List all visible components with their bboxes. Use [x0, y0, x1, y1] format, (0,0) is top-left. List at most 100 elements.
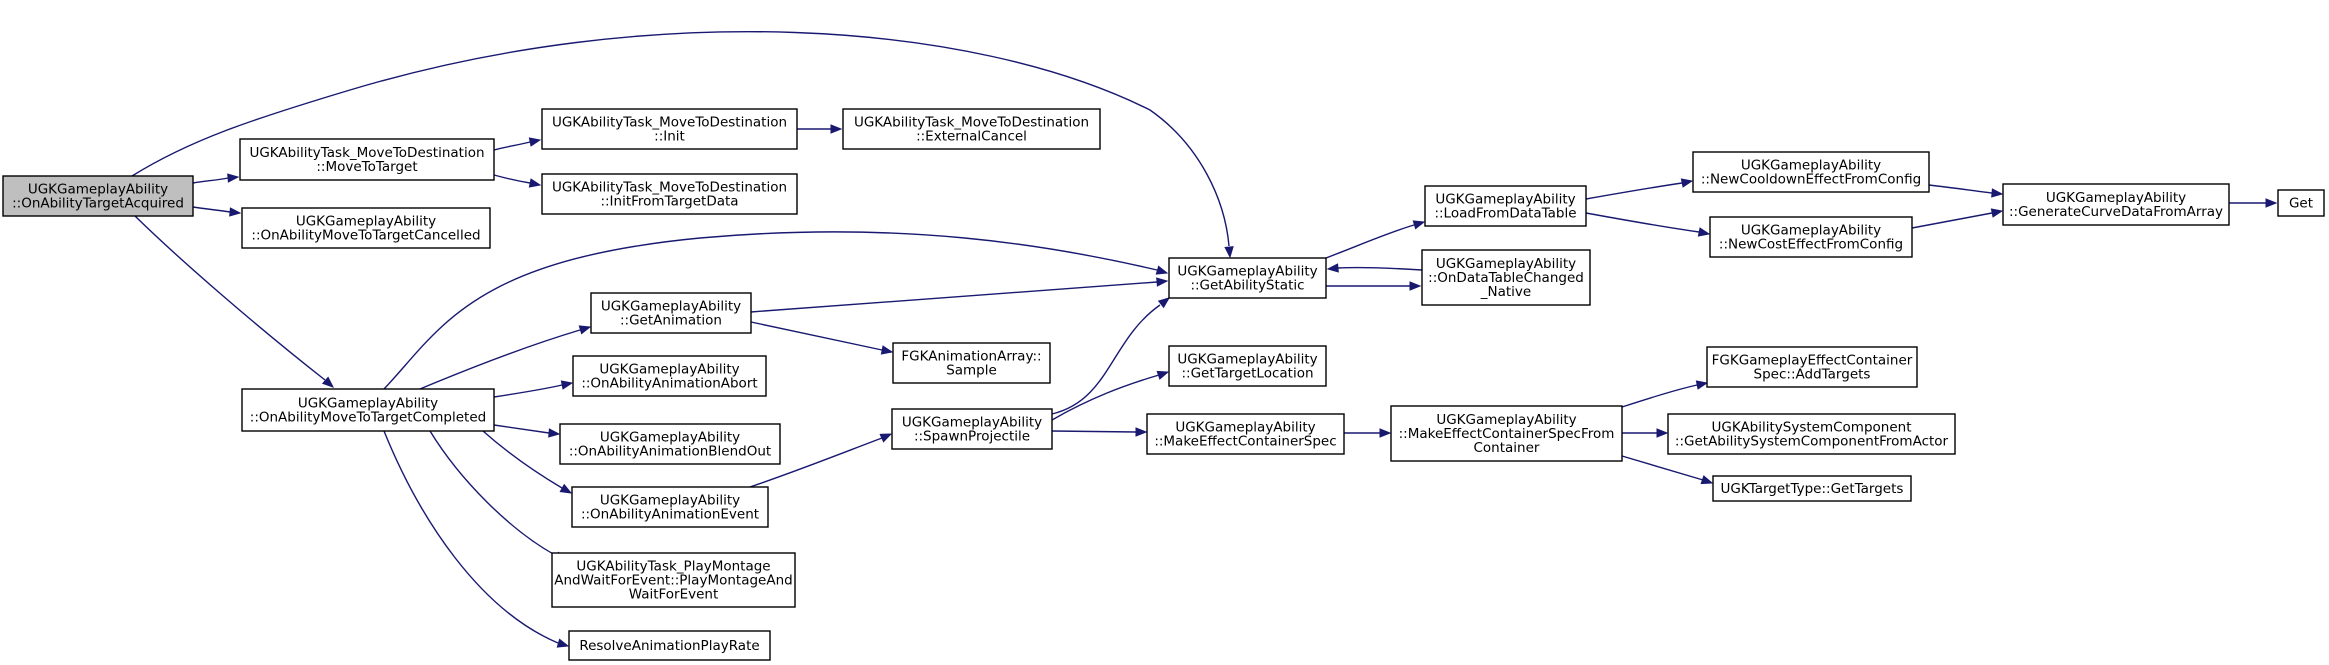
node-box[interactable] — [572, 355, 767, 397]
arrow-head — [528, 137, 542, 147]
node-label-line: ::OnAbilityAnimationBlendOut — [569, 444, 771, 460]
node-label-line: UGKAbilityTask_MoveToDestination — [552, 115, 787, 131]
arrow-head — [1409, 281, 1422, 291]
node-box[interactable] — [239, 138, 495, 181]
node-box[interactable] — [1667, 413, 1956, 455]
node-label-line: ::GetAbilityStatic — [1190, 278, 1304, 294]
node-animblendout[interactable]: UGKGameplayAbility::OnAbilityAnimationBl… — [559, 423, 781, 465]
node-label-line: ::MakeEffectContainerSpec — [1154, 434, 1336, 450]
edge-movecompleted-to-animevent — [482, 430, 573, 494]
node-getanimation[interactable]: UGKGameplayAbility::GetAnimation — [590, 292, 752, 334]
node-box[interactable] — [241, 207, 491, 249]
node-box[interactable] — [1706, 346, 1918, 388]
node-label-line: UGKGameplayAbility — [1436, 412, 1576, 428]
node-box[interactable] — [1421, 249, 1591, 306]
node-box[interactable] — [2002, 183, 2230, 226]
node-label-line: UGKGameplayAbility — [28, 182, 168, 198]
node-box[interactable] — [1709, 216, 1913, 258]
node-box[interactable] — [1146, 413, 1345, 455]
edge-makespecfromcontainer-to-getasc — [1622, 428, 1669, 438]
node-gettargetlocation[interactable]: UGKGameplayAbility::GetTargetLocation — [1168, 345, 1327, 387]
node-getasc[interactable]: UGKAbilitySystemComponent::GetAbilitySys… — [1667, 413, 1956, 455]
node-box[interactable] — [590, 292, 752, 334]
node-box[interactable] — [551, 552, 796, 608]
node-box[interactable] — [241, 388, 495, 432]
node-box[interactable] — [559, 423, 781, 465]
node-label-line: ::OnAbilityAnimationAbort — [581, 376, 757, 392]
edge-loadfromdatatable-to-newcooldown — [1585, 178, 1694, 200]
node-spawnprojectile[interactable]: UGKGameplayAbility::SpawnProjectile — [891, 408, 1053, 450]
node-box[interactable] — [892, 342, 1051, 384]
node-box[interactable] — [891, 408, 1053, 450]
node-get[interactable]: Get — [2277, 189, 2325, 217]
edge-line — [383, 231, 1158, 390]
node-box[interactable] — [2277, 189, 2325, 217]
node-movetotarget[interactable]: UGKAbilityTask_MoveToDestination::MoveTo… — [239, 138, 495, 181]
node-box[interactable] — [1168, 345, 1327, 387]
node-box[interactable] — [541, 108, 798, 150]
node-animevent[interactable]: UGKGameplayAbility::OnAbilityAnimationEv… — [571, 486, 769, 528]
node-ondatatablechanged[interactable]: UGKGameplayAbility::OnDataTableChanged_N… — [1421, 249, 1591, 306]
node-newcooldown[interactable]: UGKGameplayAbility::NewCooldownEffectFro… — [1692, 151, 1930, 193]
node-animabort[interactable]: UGKGameplayAbility::OnAbilityAnimationAb… — [572, 355, 767, 397]
arrow-head — [880, 345, 894, 355]
edge-line — [750, 321, 883, 351]
arrow-head — [2265, 198, 2278, 208]
node-box[interactable] — [1692, 151, 1930, 193]
node-label-line: UGKGameplayAbility — [599, 362, 739, 378]
node-init[interactable]: UGKAbilityTask_MoveToDestination::Init — [541, 108, 798, 150]
arrow-head — [560, 380, 574, 390]
node-externalcancel[interactable]: UGKAbilityTask_MoveToDestination::Extern… — [842, 108, 1101, 150]
edge-line — [493, 174, 531, 184]
node-box[interactable] — [568, 630, 771, 661]
node-label-line: ::Init — [654, 129, 685, 145]
node-root[interactable]: UGKGameplayAbility::OnAbilityTargetAcqui… — [2, 175, 194, 217]
node-label-line: ::InitFromTargetData — [600, 194, 738, 210]
node-box[interactable] — [571, 486, 769, 528]
node-label-line: WaitForEvent — [629, 587, 719, 603]
node-box[interactable] — [1712, 475, 1912, 502]
arrow-head — [1680, 178, 1694, 188]
node-addtargets[interactable]: FGKGameplayEffectContainerSpec::AddTarge… — [1706, 346, 1918, 388]
node-movecompleted[interactable]: UGKGameplayAbility::OnAbilityMoveToTarge… — [241, 388, 495, 432]
node-resolverate[interactable]: ResolveAnimationPlayRate — [568, 630, 771, 661]
arrow-head — [556, 638, 570, 648]
node-label-line: UGKAbilityTask_MoveToDestination — [552, 180, 787, 196]
node-label-line: UGKTargetType::GetTargets — [1721, 481, 1904, 497]
node-makeeffectspec[interactable]: UGKGameplayAbility::MakeEffectContainerS… — [1146, 413, 1345, 455]
node-label-line: ::OnAbilityAnimationEvent — [581, 507, 759, 523]
node-box[interactable] — [1168, 257, 1327, 299]
edge-spawnprojectile-to-getabilitystatic — [1051, 297, 1171, 415]
node-initfromtarget[interactable]: UGKAbilityTask_MoveToDestination::InitFr… — [541, 173, 798, 215]
node-box[interactable] — [1424, 185, 1587, 227]
edge-root-to-getabilitystatic — [131, 30, 1234, 259]
node-generatecurve[interactable]: UGKGameplayAbility::GenerateCurveDataFro… — [2002, 183, 2230, 226]
node-label-line: ::GetAnimation — [620, 313, 722, 329]
edge-line — [1337, 266, 1423, 271]
edge-movecompleted-to-animabort — [493, 380, 574, 398]
node-box[interactable] — [842, 108, 1101, 150]
node-movecancelled[interactable]: UGKGameplayAbility::OnAbilityMoveToTarge… — [241, 207, 491, 249]
node-gettargets[interactable]: UGKTargetType::GetTargets — [1712, 475, 1912, 502]
node-box[interactable] — [541, 173, 798, 215]
node-playmontage[interactable]: UGKAbilityTask_PlayMontageAndWaitForEven… — [551, 552, 796, 608]
edge-ondatatablechanged-to-getabilitystatic — [1326, 263, 1423, 273]
node-getabilitystatic[interactable]: UGKGameplayAbility::GetAbilityStatic — [1168, 257, 1327, 299]
edge-getanimation-to-getabilitystatic — [750, 277, 1169, 313]
node-label-line: UGKGameplayAbility — [601, 299, 741, 315]
node-sample[interactable]: FGKAnimationArray::Sample — [892, 342, 1051, 384]
node-loadfromdatatable[interactable]: UGKGameplayAbility::LoadFromDataTable — [1424, 185, 1587, 227]
edge-getabilitystatic-to-loadfromdatatable — [1325, 220, 1426, 259]
arrow-head — [229, 207, 242, 217]
arrow-head — [227, 173, 240, 183]
node-box[interactable] — [2, 175, 194, 217]
node-label-line: FGKGameplayEffectContainer — [1712, 353, 1913, 369]
arrow-head — [578, 325, 592, 335]
edge-spawnprojectile-to-makeeffectspec — [1051, 427, 1148, 437]
node-newcost[interactable]: UGKGameplayAbility::NewCostEffectFromCon… — [1709, 216, 1913, 258]
node-label-line: Container — [1474, 440, 1540, 456]
node-box[interactable] — [1390, 405, 1623, 462]
node-label-line: Get — [2289, 196, 2313, 212]
node-label-line: AndWaitForEvent::PlayMontageAnd — [554, 573, 792, 589]
node-makespecfromcontainer[interactable]: UGKGameplayAbility::MakeEffectContainerS… — [1390, 405, 1623, 462]
